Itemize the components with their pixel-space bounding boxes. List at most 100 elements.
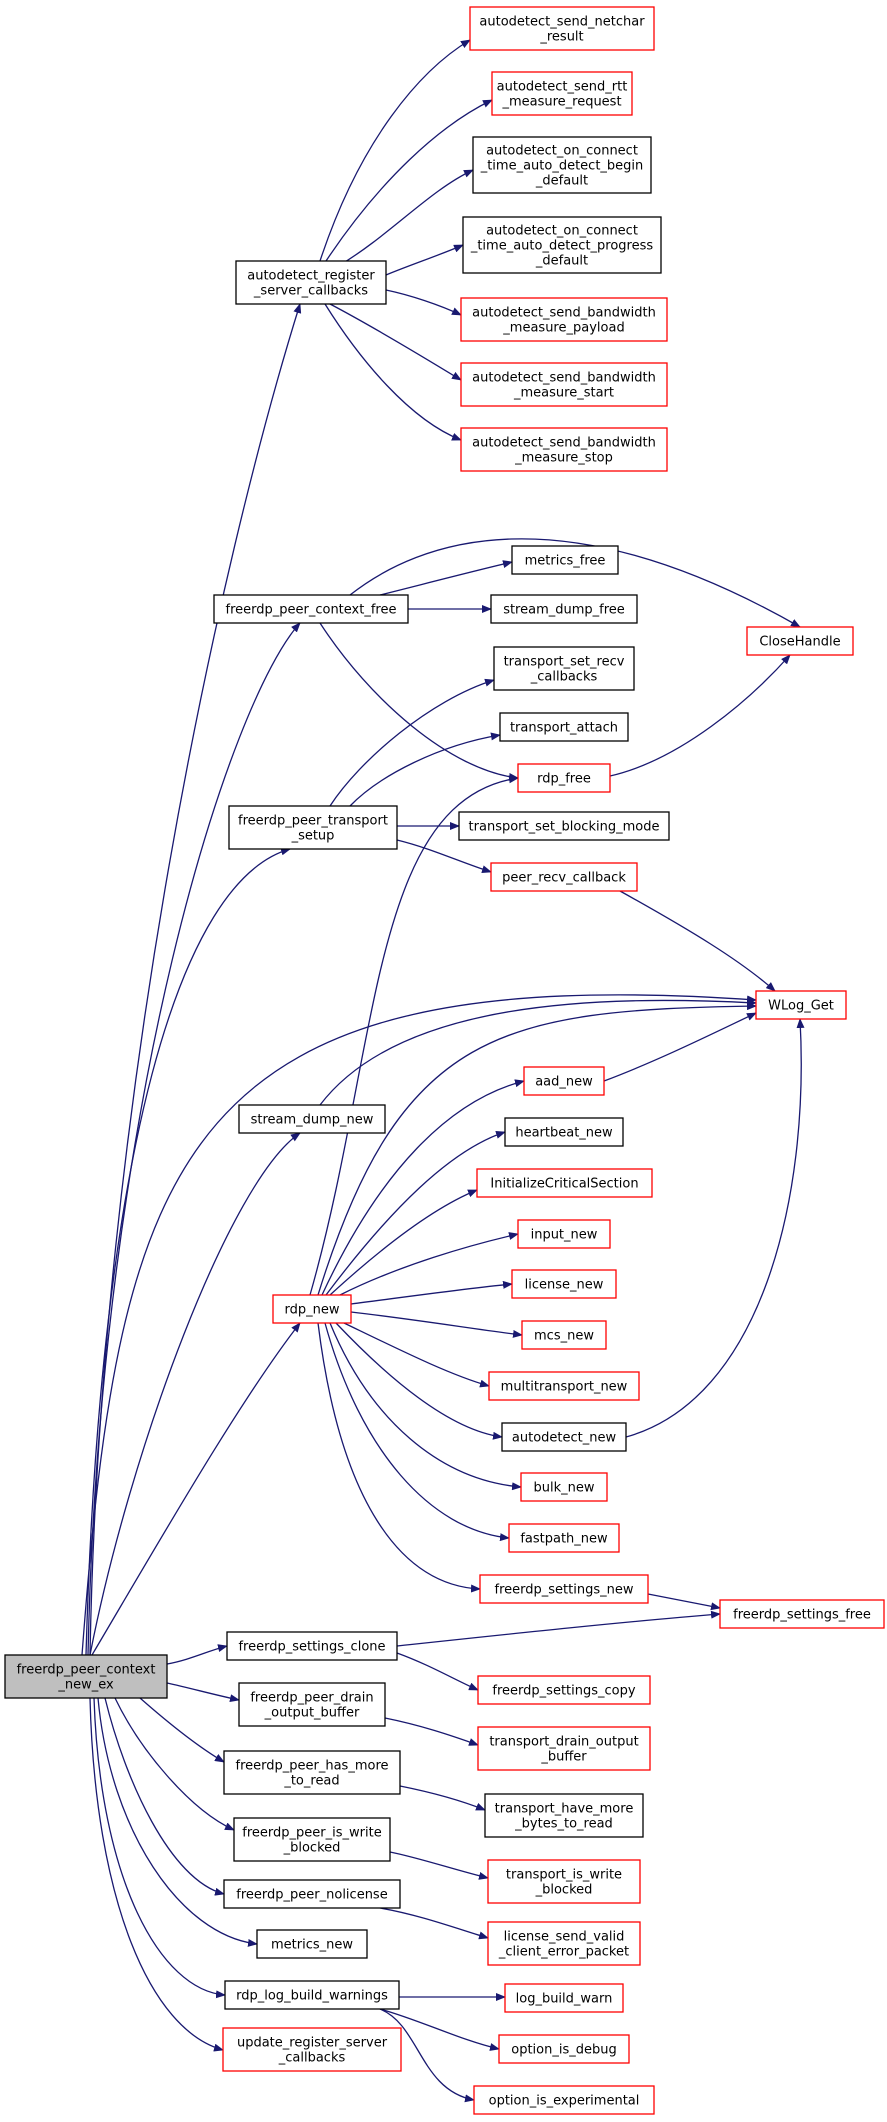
node-label-line: multitransport_new bbox=[501, 1380, 628, 1395]
node-rdp-log-build-warnings[interactable]: rdp_log_build_warnings bbox=[224, 1980, 400, 2010]
node-autodetect-on-connect-time-auto-detect-progress-default[interactable]: autodetect_on_connect_time_auto_detect_p… bbox=[462, 216, 662, 274]
node-box bbox=[272, 1294, 352, 1324]
node-autodetect-send-bandwidth-measure-payload[interactable]: autodetect_send_bandwidth_measure_payloa… bbox=[460, 297, 668, 342]
edge-line bbox=[89, 303, 302, 1656]
edge-root-to-freerdp_settings_clone bbox=[166, 1644, 228, 1665]
node-autodetect-send-rtt-measure-request[interactable]: autodetect_send_rtt_measure_request bbox=[491, 71, 633, 116]
node-transport-is-write-blocked[interactable]: transport_is_write_blocked bbox=[487, 1859, 641, 1904]
node-option-is-experimental[interactable]: option_is_experimental bbox=[473, 2085, 655, 2115]
node-mcs-new[interactable]: mcs_new bbox=[521, 1320, 607, 1350]
node-autodetect-send-bandwidth-measure-stop[interactable]: autodetect_send_bandwidth_measure_stop bbox=[460, 427, 668, 472]
node-label-line: stream_dump_new bbox=[251, 1113, 374, 1128]
node-freerdp-peer-drain-output-buffer[interactable]: freerdp_peer_drain_output_buffer bbox=[238, 1682, 386, 1727]
node-label-line: autodetect_send_bandwidth bbox=[472, 306, 656, 321]
edge-rdp_new-to-fastpath_new bbox=[324, 1322, 510, 1542]
node-peer-recv-callback[interactable]: peer_recv_callback bbox=[490, 862, 638, 892]
node-box bbox=[523, 1066, 605, 1096]
node-rdp-free[interactable]: rdp_free bbox=[517, 763, 611, 793]
node-label-line: transport_set_blocking_mode bbox=[469, 820, 660, 835]
node-rdp-new[interactable]: rdp_new bbox=[272, 1294, 352, 1324]
node-label-line: rdp_free bbox=[537, 772, 591, 787]
node-freerdp-peer-context-free[interactable]: freerdp_peer_context_free bbox=[213, 594, 409, 624]
node-transport-attach[interactable]: transport_attach bbox=[499, 712, 629, 742]
node-heartbeat-new[interactable]: heartbeat_new bbox=[504, 1117, 624, 1147]
node-label-line: InitializeCriticalSection bbox=[490, 1177, 638, 1192]
node-multitransport-new[interactable]: multitransport_new bbox=[488, 1371, 640, 1401]
node-autodetect-register-server-callbacks[interactable]: autodetect_register_server_callbacks bbox=[235, 260, 387, 305]
node-box bbox=[458, 811, 670, 841]
node-label-line: license_new bbox=[525, 1278, 604, 1293]
node-autodetect-send-bandwidth-measure-start[interactable]: autodetect_send_bandwidth_measure_start bbox=[460, 362, 668, 407]
node-freerdp-peer-nolicense[interactable]: freerdp_peer_nolicense bbox=[223, 1879, 401, 1909]
node-label-line: transport_attach bbox=[510, 721, 618, 736]
node-metrics-free[interactable]: metrics_free bbox=[511, 545, 619, 575]
edge-line bbox=[324, 303, 462, 441]
node-label-line: _buffer bbox=[540, 1750, 587, 1765]
node-freerdp-peer-has-more-to-read[interactable]: freerdp_peer_has_more_to_read bbox=[223, 1750, 401, 1795]
node-label-line: _server_callbacks bbox=[253, 284, 368, 299]
node-InitializeCriticalSection[interactable]: InitializeCriticalSection bbox=[476, 1168, 653, 1198]
node-license-new[interactable]: license_new bbox=[511, 1269, 617, 1299]
nodes-layer: freerdp_peer_context_new_exautodetect_re… bbox=[4, 6, 885, 2115]
node-freerdp-settings-copy[interactable]: freerdp_settings_copy bbox=[477, 1675, 651, 1705]
node-box bbox=[511, 1269, 617, 1299]
node-aad-new[interactable]: aad_new bbox=[523, 1066, 605, 1096]
edge-rdp_new-to-heartbeat_new bbox=[325, 1131, 506, 1296]
node-fastpath-new[interactable]: fastpath_new bbox=[508, 1523, 620, 1553]
node-WLog-Get[interactable]: WLog_Get bbox=[755, 990, 847, 1020]
node-transport-drain-output-buffer[interactable]: transport_drain_output_buffer bbox=[477, 1726, 651, 1771]
node-update-register-server-callbacks[interactable]: update_register_server_callbacks bbox=[222, 2027, 402, 2072]
node-autodetect-new[interactable]: autodetect_new bbox=[501, 1422, 627, 1452]
node-CloseHandle[interactable]: CloseHandle bbox=[746, 626, 854, 656]
node-label-line: freerdp_settings_free bbox=[733, 1608, 871, 1623]
node-autodetect-on-connect-time-auto-detect-begin-default[interactable]: autodetect_on_connect_time_auto_detect_b… bbox=[472, 136, 652, 194]
node-label-line: _to_read bbox=[283, 1774, 339, 1789]
edge-line bbox=[603, 1012, 757, 1082]
node-label-line: bulk_new bbox=[533, 1481, 594, 1496]
node-option-is-debug[interactable]: option_is_debug bbox=[498, 2034, 630, 2064]
node-freerdp-peer-is-write-blocked[interactable]: freerdp_peer_is_write_blocked bbox=[233, 1817, 391, 1862]
node-label-line: _setup bbox=[291, 829, 335, 844]
edge-line bbox=[91, 1322, 301, 1656]
node-box bbox=[498, 2034, 630, 2064]
node-label-line: _default bbox=[535, 254, 588, 269]
node-metrics-new[interactable]: metrics_new bbox=[256, 1929, 368, 1959]
edge-aad_new-to-WLog_Get bbox=[603, 1012, 757, 1082]
node-freerdp-settings-clone[interactable]: freerdp_settings_clone bbox=[226, 1631, 398, 1661]
edge-rdp_new-to-license_new bbox=[350, 1280, 513, 1305]
node-label-line: _output_buffer bbox=[264, 1706, 360, 1721]
node-box bbox=[4, 1654, 168, 1699]
node-stream-dump-new[interactable]: stream_dump_new bbox=[238, 1104, 386, 1134]
node-stream-dump-free[interactable]: stream_dump_free bbox=[490, 594, 638, 624]
edge-line bbox=[399, 1785, 486, 1811]
node-input-new[interactable]: input_new bbox=[517, 1219, 611, 1249]
node-label-line: autodetect_send_bandwidth bbox=[472, 436, 656, 451]
node-transport-set-blocking-mode[interactable]: transport_set_blocking_mode bbox=[458, 811, 670, 841]
node-label-line: freerdp_settings_clone bbox=[238, 1640, 385, 1655]
node-label-line: option_is_debug bbox=[511, 2043, 617, 2058]
node-license-send-valid-client-error-packet[interactable]: license_send_valid_client_error_packet bbox=[487, 1921, 641, 1966]
node-transport-set-recv-callbacks[interactable]: transport_set_recv_callbacks bbox=[493, 646, 635, 691]
node-transport-have-more-bytes-to-read[interactable]: transport_have_more_bytes_to_read bbox=[484, 1793, 644, 1838]
edge-line bbox=[619, 890, 776, 992]
node-freerdp-settings-new[interactable]: freerdp_settings_new bbox=[479, 1574, 649, 1604]
node-label-line: _result bbox=[539, 30, 583, 45]
node-label-line: autodetect_new bbox=[512, 1431, 617, 1446]
edge-rdp_new-to-WLog_Get bbox=[317, 1002, 757, 1296]
node-box bbox=[746, 626, 854, 656]
edge-freerdp_settings_clone-to-freerdp_settings_free bbox=[396, 1610, 721, 1647]
node-log-build-warn[interactable]: log_build_warn bbox=[504, 1983, 624, 2013]
node-box bbox=[469, 6, 655, 51]
edge-line bbox=[321, 1079, 525, 1296]
node-box bbox=[517, 1219, 611, 1249]
edge-rdp_new-to-InitializeCriticalSection bbox=[329, 1189, 478, 1296]
node-box bbox=[488, 1371, 640, 1401]
node-bulk-new[interactable]: bulk_new bbox=[520, 1472, 608, 1502]
node-freerdp-peer-transport-setup[interactable]: freerdp_peer_transport_setup bbox=[228, 805, 398, 850]
node-box bbox=[490, 594, 638, 624]
node-box bbox=[460, 362, 668, 407]
edge-line bbox=[89, 1132, 301, 1656]
edge-line bbox=[350, 1280, 513, 1305]
node-autodetect-send-netchar-result[interactable]: autodetect_send_netchar_result bbox=[469, 6, 655, 51]
node-freerdp-settings-free[interactable]: freerdp_settings_free bbox=[719, 1599, 885, 1629]
